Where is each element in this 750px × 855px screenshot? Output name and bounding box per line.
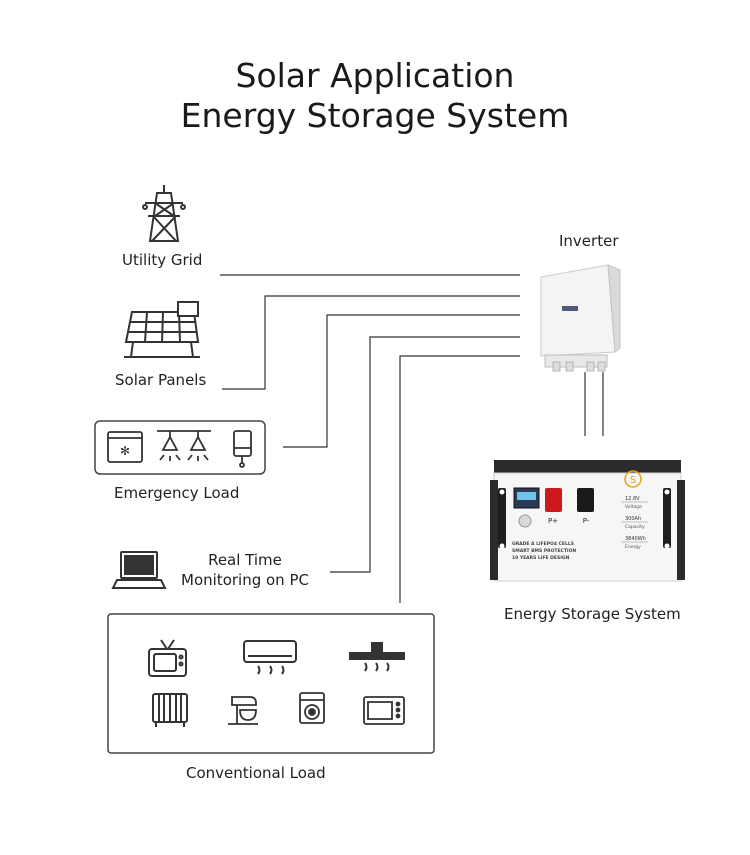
fridge-icon: ✻ xyxy=(107,431,143,463)
battery-power-button xyxy=(518,514,532,528)
inverter-label: Inverter xyxy=(559,232,619,250)
emergency-to-inverter-line xyxy=(283,314,520,448)
negative-terminal-label: P- xyxy=(583,517,590,525)
air-conditioner-icon xyxy=(243,640,297,675)
svg-text:✻: ✻ xyxy=(120,444,130,458)
range-hood-icon xyxy=(349,642,405,672)
solar-panels-label: Solar Panels xyxy=(115,371,207,389)
spec-capacity-value: 300Ah xyxy=(625,516,641,522)
radiator-heater-icon xyxy=(152,693,188,727)
positive-terminal xyxy=(545,488,562,512)
stand-mixer-icon xyxy=(228,696,258,725)
negative-terminal xyxy=(577,488,594,512)
washing-machine-icon xyxy=(299,692,325,724)
conventional-load-box xyxy=(107,613,435,754)
microwave-oven-icon xyxy=(363,696,405,725)
energy-storage-label: Energy Storage System xyxy=(504,605,681,623)
ceiling-lamp-icon xyxy=(157,430,211,461)
solar-to-inverter-line xyxy=(222,295,520,390)
svg-text:S: S xyxy=(630,475,636,486)
spec-voltage-label: Voltage xyxy=(625,504,642,510)
spec-energy-value: 3840Wh xyxy=(625,536,646,542)
solar-panel-icon xyxy=(124,301,200,358)
battery-feature-line-2: SMART BMS PROTECTION xyxy=(512,548,576,554)
connection-lines xyxy=(220,274,604,603)
emergency-load-label: Emergency Load xyxy=(114,484,240,502)
title-line-1: Solar Application xyxy=(235,56,515,95)
water-heater-icon xyxy=(233,430,252,468)
brand-logo xyxy=(624,470,642,488)
transmission-tower-icon xyxy=(142,185,186,242)
battery-feature-line-1: GRADE A LIFEPO4 CELLS xyxy=(512,541,574,547)
laptop-icon xyxy=(111,551,167,589)
battery-unit: S P+ P- 12.8V Voltage 300Ah Capacity 384… xyxy=(490,460,685,582)
title-line-2: Energy Storage System xyxy=(180,96,570,135)
monitoring-label-line-2: Monitoring on PC xyxy=(181,571,309,589)
tv-icon xyxy=(148,639,187,677)
utility-grid-label: Utility Grid xyxy=(122,251,203,269)
spec-capacity-label: Capacity xyxy=(625,524,645,530)
battery-feature-line-3: 10 YEARS LIFE DESIGN xyxy=(512,555,570,561)
monitoring-to-inverter-line xyxy=(330,336,520,573)
ceiling-lamp-icon xyxy=(187,431,209,461)
conventional-to-inverter-line xyxy=(399,355,520,603)
emergency-load-box xyxy=(94,420,266,475)
conventional-load-label: Conventional Load xyxy=(186,764,326,782)
spec-voltage-value: 12.8V xyxy=(625,496,640,502)
monitoring-label-line-1: Real Time xyxy=(208,551,282,569)
inverter-unit xyxy=(540,264,621,372)
positive-terminal-label: P+ xyxy=(548,517,558,525)
spec-energy-label: Energy xyxy=(625,544,641,550)
